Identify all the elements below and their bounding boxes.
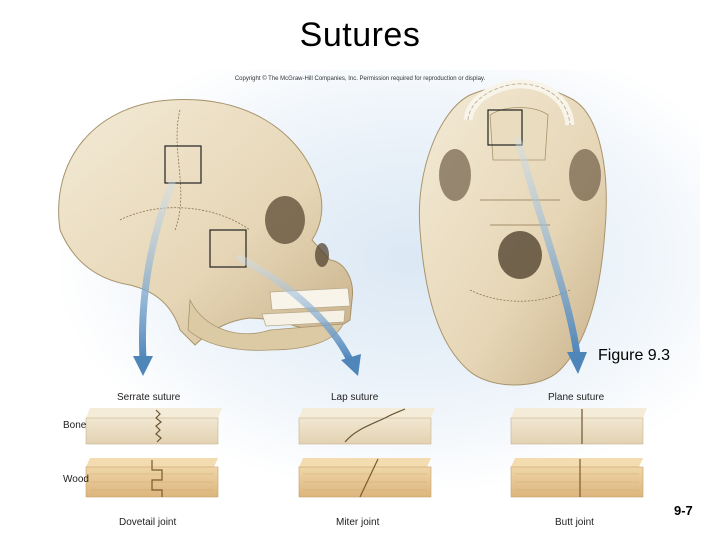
left-zygomatic-cavity bbox=[439, 149, 471, 201]
arrow-plane-head bbox=[567, 352, 587, 374]
lateral-skull bbox=[58, 99, 354, 351]
squamous-suture-line bbox=[119, 207, 251, 231]
arrow-plane bbox=[514, 136, 581, 359]
wood-butt bbox=[510, 458, 644, 498]
eye-orbit bbox=[265, 196, 305, 244]
page-title: Sutures bbox=[299, 16, 421, 54]
hard-palate bbox=[489, 107, 549, 161]
plane-suture-box bbox=[487, 109, 523, 146]
mandible bbox=[187, 298, 344, 351]
arrow-serrate-head bbox=[133, 356, 153, 376]
label-plane-suture: Plane suture bbox=[548, 392, 605, 403]
copyright-notice: Copyright © The McGraw-Hill Companies, I… bbox=[234, 76, 486, 82]
miter-joint-line bbox=[359, 458, 379, 498]
occipital-sutures bbox=[469, 289, 571, 302]
label-dovetail-joint: Dovetail joint bbox=[119, 517, 177, 528]
arrow-lap bbox=[236, 254, 354, 364]
label-butt-joint: Butt joint bbox=[555, 517, 594, 528]
wood-miter bbox=[298, 458, 432, 498]
serrate-suture-line bbox=[155, 409, 162, 443]
upper-teeth-arch-outline bbox=[467, 83, 571, 126]
row-label-bone: Bone bbox=[63, 420, 87, 431]
bone-specimen-lap bbox=[298, 408, 435, 445]
wood-dovetail bbox=[85, 458, 219, 498]
right-zygomatic-cavity bbox=[569, 149, 601, 201]
label-lap-suture: Lap suture bbox=[331, 392, 379, 403]
bone-specimen-plane bbox=[510, 408, 647, 445]
serrate-suture-box bbox=[164, 145, 202, 184]
foramen-magnum bbox=[498, 231, 542, 279]
lap-suture-line bbox=[344, 408, 406, 443]
nasal-cavity bbox=[315, 243, 329, 267]
lap-suture-box bbox=[209, 229, 247, 268]
dovetail-joint-line bbox=[151, 460, 163, 497]
arrows bbox=[133, 136, 587, 376]
label-miter-joint: Miter joint bbox=[336, 517, 380, 528]
row-label-wood: Wood bbox=[63, 474, 89, 485]
arrow-lap-head bbox=[341, 354, 361, 376]
label-serrate-suture: Serrate suture bbox=[117, 392, 181, 403]
bone-specimen-serrate bbox=[85, 408, 222, 445]
inferior-skull bbox=[418, 79, 607, 386]
coronal-suture-line bbox=[174, 109, 182, 231]
arrow-serrate bbox=[139, 179, 176, 364]
page-number: 9-7 bbox=[674, 503, 693, 518]
figure-label: Figure 9.3 bbox=[598, 347, 671, 364]
